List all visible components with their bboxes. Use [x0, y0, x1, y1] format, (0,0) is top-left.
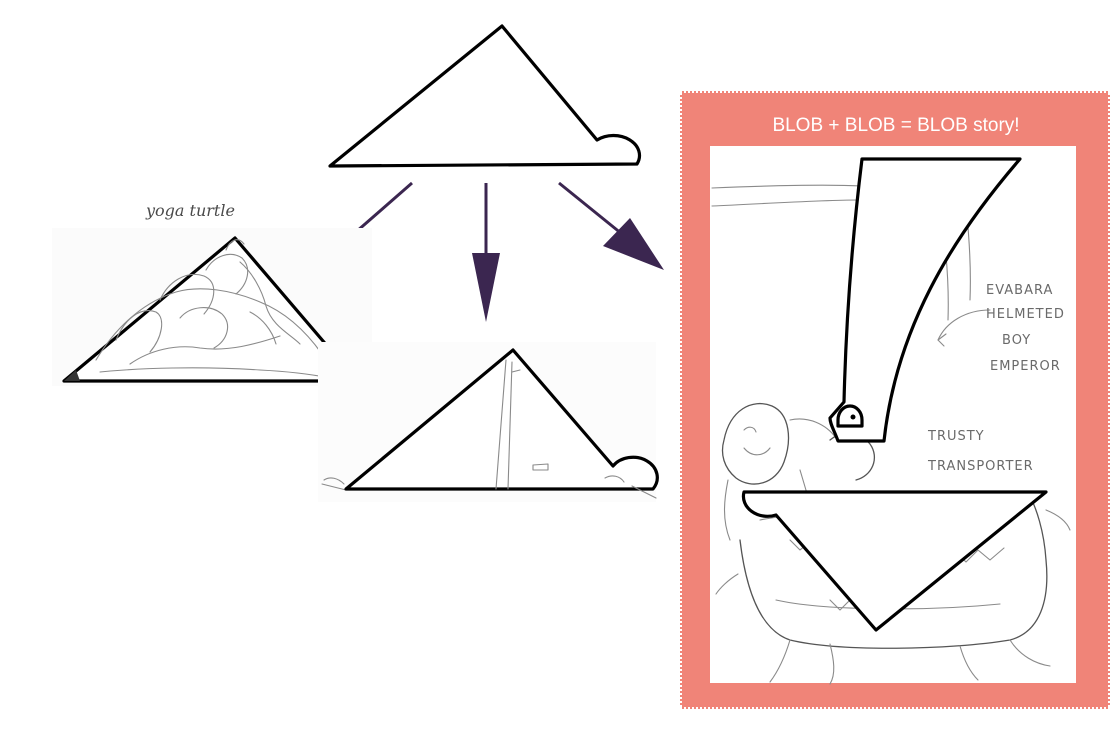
arrow-down: [472, 183, 500, 322]
transporter-note: TRUSTY TRANSPORTER: [927, 429, 1034, 474]
source-blob-shape: [328, 24, 642, 168]
middle-blob-sketch: [318, 342, 659, 502]
emperor-note-line-3: BOY: [1002, 333, 1031, 348]
turtle-label: yoga turtle: [145, 201, 235, 220]
emperor-blob-shape: [828, 157, 1022, 443]
panel-title: BLOB + BLOB = BLOB story!: [772, 115, 1019, 136]
story-panel: BLOB + BLOB = BLOB story!: [680, 91, 1110, 709]
emperor-note-line-4: EMPEROR: [990, 359, 1061, 374]
emperor-note-line-2: HELMETED: [986, 307, 1065, 322]
transporter-blob-shape: [741, 490, 1048, 632]
yoga-turtle-sketch: yoga turtle: [52, 201, 380, 386]
emperor-note: EVABARA HELMETED BOY EMPEROR: [986, 283, 1065, 374]
turtle-shell-scribble: [95, 239, 331, 379]
transporter-note-line-1: TRUSTY: [927, 429, 985, 444]
transporter-note-line-2: TRANSPORTER: [927, 459, 1034, 474]
middle-blob-scribble: [495, 359, 657, 499]
arrow-right: [558, 181, 664, 270]
emperor-note-line-1: EVABARA: [986, 283, 1053, 298]
